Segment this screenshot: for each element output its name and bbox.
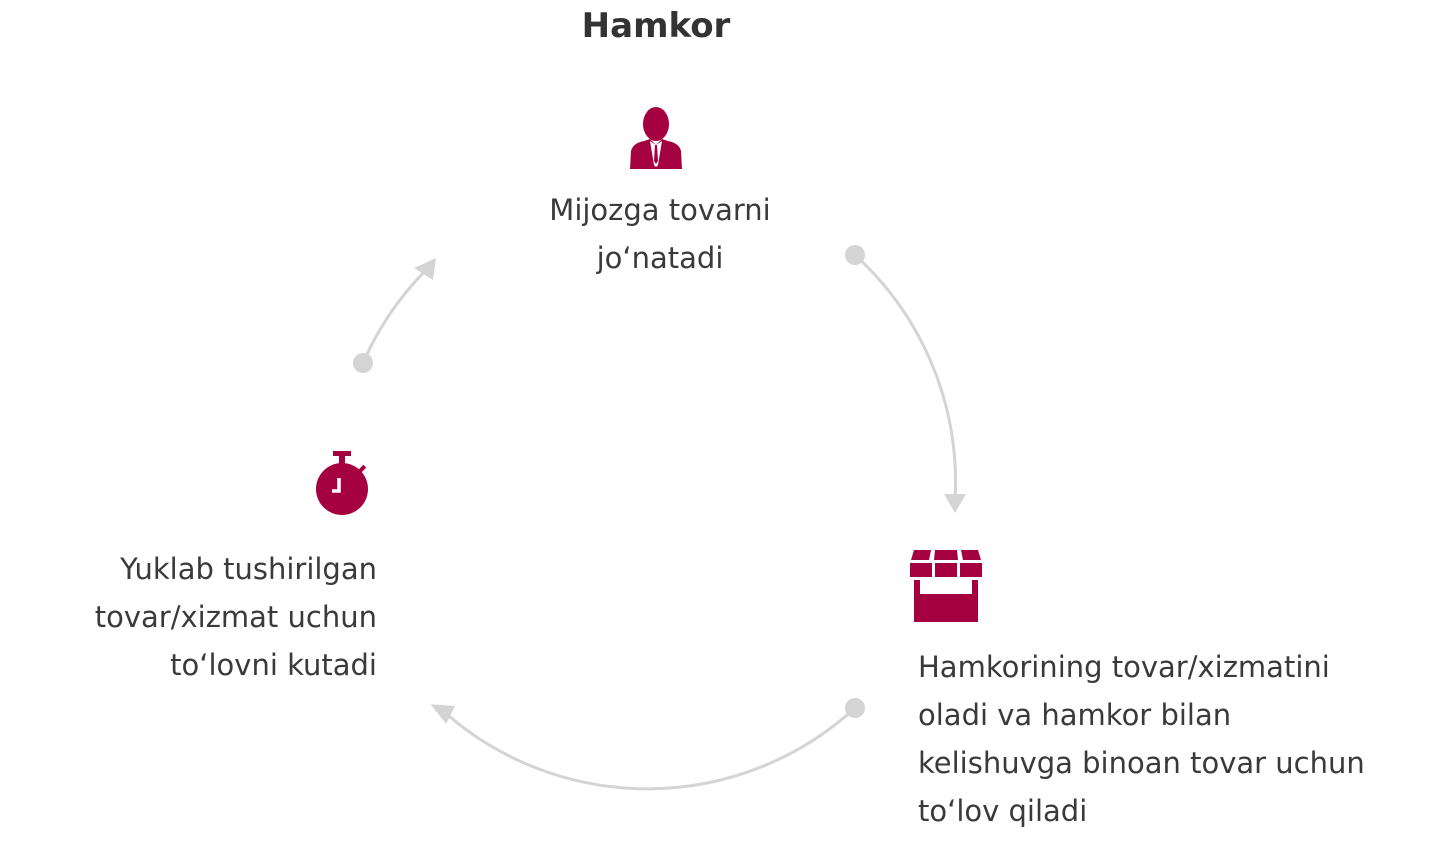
text-line: Yuklab tushirilgan bbox=[120, 552, 377, 586]
arrowhead-icon bbox=[430, 704, 456, 724]
stopwatch-icon bbox=[313, 450, 371, 522]
text-line: to‘lov qiladi bbox=[918, 794, 1088, 828]
arrowhead-icon bbox=[414, 258, 436, 280]
businessman-icon bbox=[628, 105, 684, 175]
diagram-title: Hamkor bbox=[581, 6, 731, 46]
step-text-send: Mijozga tovarni jo‘natadi bbox=[500, 186, 820, 282]
store-icon bbox=[909, 548, 983, 628]
arc-left bbox=[361, 266, 430, 364]
text-line: tovar/xizmat uchun bbox=[94, 600, 377, 634]
step-text-pay: Hamkorining tovar/xizmatini oladi va ham… bbox=[918, 643, 1365, 835]
text-line: to‘lovni kutadi bbox=[170, 648, 377, 682]
arc-start-dot bbox=[353, 353, 373, 373]
arc-start-dot bbox=[845, 698, 865, 718]
step-text-wait: Yuklab tushirilgan tovar/xizmat uchun to… bbox=[40, 545, 377, 689]
text-line: Hamkorining tovar/xizmatini bbox=[918, 650, 1330, 684]
arc-bottom bbox=[440, 706, 857, 791]
arrowhead-icon bbox=[944, 494, 966, 513]
text-line: Mijozga tovarni bbox=[549, 193, 771, 227]
text-line: oladi va hamkor bilan bbox=[918, 698, 1232, 732]
arc-top-right bbox=[853, 253, 957, 501]
text-line: jo‘natadi bbox=[596, 241, 724, 275]
text-line: kelishuvga binoan tovar uchun bbox=[918, 746, 1365, 780]
arc-start-dot bbox=[845, 245, 865, 265]
